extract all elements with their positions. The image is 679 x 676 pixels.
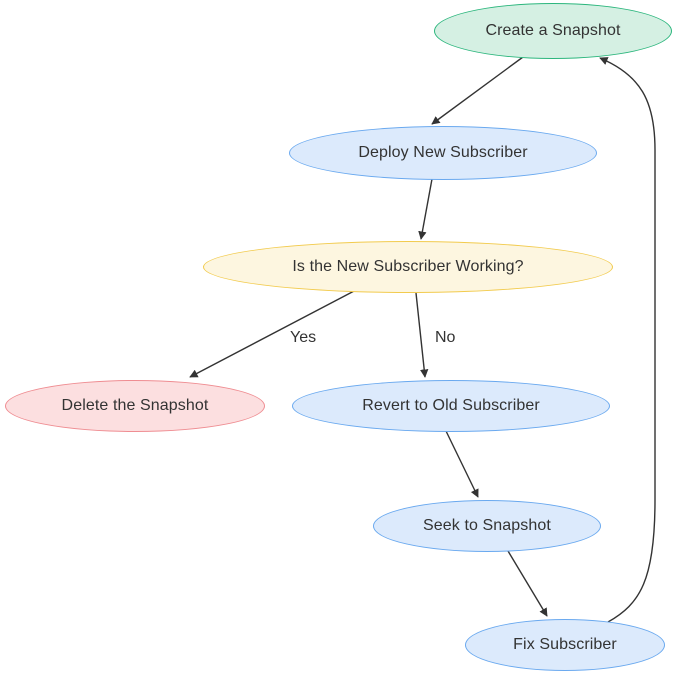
node-label: Seek to Snapshot <box>423 517 551 535</box>
node-deploy-new-subscriber[interactable]: Deploy New Subscriber <box>289 126 597 180</box>
edge-fix-to-create <box>599 57 656 623</box>
edge-working-to-revert <box>415 292 429 378</box>
edge-working-to-delete <box>189 289 357 378</box>
node-label: Is the New Subscriber Working? <box>292 258 524 276</box>
node-label: Create a Snapshot <box>485 22 621 40</box>
node-is-the-new-subscriber-working[interactable]: Is the New Subscriber Working? <box>203 241 613 293</box>
node-delete-the-snapshot[interactable]: Delete the Snapshot <box>5 380 265 432</box>
edge-create-to-deploy <box>431 56 524 125</box>
edge-revert-to-seek <box>445 430 479 498</box>
node-label: Delete the Snapshot <box>61 397 209 415</box>
node-revert-to-old-subscriber[interactable]: Revert to Old Subscriber <box>292 380 610 432</box>
node-label: Deploy New Subscriber <box>358 144 528 162</box>
node-seek-to-snapshot[interactable]: Seek to Snapshot <box>373 500 601 552</box>
edge-deploy-to-working <box>418 178 433 240</box>
node-label: Revert to Old Subscriber <box>362 397 540 415</box>
edge-label-no: No <box>433 329 458 347</box>
node-fix-subscriber[interactable]: Fix Subscriber <box>465 619 665 671</box>
node-label: Fix Subscriber <box>513 636 617 654</box>
edge-label-yes: Yes <box>288 329 319 347</box>
edge-seek-to-fix <box>507 550 548 617</box>
node-create-a-snapshot[interactable]: Create a Snapshot <box>434 3 672 59</box>
